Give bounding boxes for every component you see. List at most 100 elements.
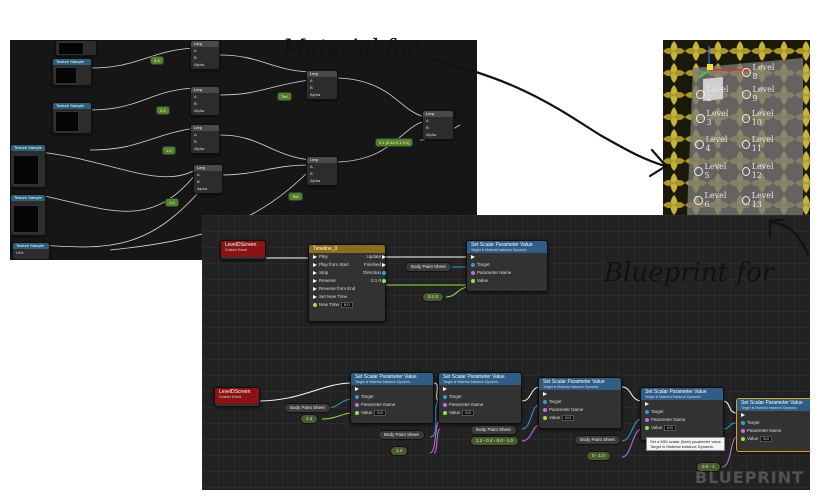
body-paint-sheet-var[interactable]: Body Paint Sheet bbox=[470, 425, 517, 435]
parameter-name-pin[interactable]: Parameter Name bbox=[439, 401, 521, 409]
material-for-annotation: Material for bbox=[283, 36, 418, 61]
scalar-param-node[interactable]: 1.0 bbox=[165, 198, 179, 207]
scalar-param-node[interactable]: 0.4 bbox=[150, 56, 164, 65]
parameter-name-pin[interactable]: Parameter Name bbox=[467, 269, 547, 277]
level-button[interactable]: Level 9 bbox=[742, 85, 780, 103]
exec-in-pin[interactable] bbox=[737, 411, 810, 419]
target-pin[interactable]: Target bbox=[439, 393, 521, 401]
level-button[interactable]: Level 3 bbox=[696, 109, 734, 127]
float-var[interactable]: 0 - 1.0 bbox=[586, 451, 611, 461]
target-pin[interactable]: Target bbox=[351, 393, 433, 401]
timeline-input-play-from-start[interactable]: Play from Start bbox=[309, 261, 359, 269]
tint-param-node[interactable]: Tint bbox=[288, 192, 303, 201]
node-subtitle: Target is Material Instance Dynamic bbox=[645, 395, 701, 399]
lerp-node[interactable]: Lerp A B Alpha bbox=[190, 124, 220, 154]
timeline-input-play[interactable]: Play bbox=[309, 253, 359, 261]
level-label: Level 12 bbox=[751, 162, 774, 180]
tooltip-line: Set a MID scalar (float) parameter value bbox=[650, 439, 721, 444]
float-var[interactable]: 1.4 bbox=[300, 414, 319, 424]
timeline-input-reverse[interactable]: Reverse bbox=[309, 277, 359, 285]
parameter-name-pin[interactable]: Parameter Name bbox=[641, 416, 723, 424]
level-button[interactable]: Level 2 bbox=[696, 85, 734, 103]
texture-sample-node[interactable]: Texture Sample bbox=[52, 102, 92, 134]
scalar-param-node[interactable]: 1.0 bbox=[162, 146, 176, 155]
level-label: Level 3 bbox=[706, 109, 729, 127]
exec-in-pin[interactable] bbox=[467, 253, 547, 261]
new-time-value[interactable]: 0.0 bbox=[341, 302, 353, 308]
lerp-node[interactable]: Lerp A B Alpha bbox=[422, 110, 454, 140]
texture-sample-node[interactable]: Texture Sample bbox=[10, 194, 46, 236]
level-button[interactable]: Level 6 bbox=[694, 191, 732, 209]
float-var[interactable]: 0.1 0 bbox=[422, 292, 445, 302]
blueprint-editor-panel[interactable]: LevelDScreen Custom Event Timeline_0 Pla… bbox=[202, 215, 810, 490]
tint-param-node[interactable]: Tint bbox=[277, 92, 292, 101]
game-preview-panel: Level 2 Level 3 Level 4 Level 5 Level 6 … bbox=[663, 40, 810, 215]
level-label: Level 5 bbox=[704, 162, 727, 180]
lerp-node[interactable]: Lerp A B Alpha bbox=[306, 70, 338, 100]
exec-in-pin[interactable] bbox=[539, 390, 621, 398]
target-pin[interactable]: Target bbox=[539, 398, 621, 406]
pin-b: B bbox=[426, 125, 429, 130]
timeline-input-set-new-time[interactable]: Set New Time bbox=[309, 293, 359, 301]
body-paint-sheet-var[interactable]: Body Paint Sheet bbox=[405, 262, 452, 272]
exec-in-pin[interactable] bbox=[351, 385, 433, 393]
lerp-node[interactable]: Lerp A B Alpha bbox=[193, 164, 223, 194]
level-button[interactable]: Level 10 bbox=[742, 109, 780, 127]
timeline-output-track[interactable]: 0.1 0 bbox=[359, 277, 392, 285]
parameter-name-pin[interactable]: Parameter Name bbox=[539, 406, 621, 414]
pin-alpha: Alpha bbox=[197, 186, 208, 191]
target-pin[interactable]: Target bbox=[641, 408, 723, 416]
texture-sample-node[interactable] bbox=[55, 40, 97, 56]
texture-sample-node[interactable]: Texture Sample bbox=[52, 58, 92, 86]
timeline-output-update[interactable]: Update bbox=[359, 253, 392, 261]
texture-sample-node[interactable]: Texture Sample bbox=[10, 144, 46, 188]
exec-in-pin[interactable] bbox=[641, 400, 723, 408]
scalar-param-node[interactable]: 0.4 bbox=[156, 106, 170, 115]
texture-sample-node[interactable]: Texture Sample UVs bbox=[12, 242, 50, 260]
body-paint-sheet-var[interactable]: Body Paint Sheet bbox=[284, 403, 331, 413]
custom-event-node[interactable]: LevelDScreen Custom Event bbox=[214, 387, 260, 407]
tint-param-node[interactable]: 0.1 (0.44 0.1 0.1) bbox=[375, 138, 414, 147]
custom-event-node[interactable]: LevelDScreen Custom Event bbox=[220, 240, 266, 260]
lerp-node[interactable]: Lerp A B Alpha bbox=[306, 156, 338, 186]
parameter-name-pin[interactable]: Parameter Name bbox=[351, 401, 433, 409]
level-button[interactable]: Level 11 bbox=[742, 135, 780, 153]
target-pin[interactable]: Target bbox=[737, 419, 810, 427]
body-paint-sheet-var[interactable]: Body Paint Sheet bbox=[378, 430, 425, 440]
lerp-node[interactable]: Lerp A B Alpha bbox=[190, 86, 220, 116]
pin-alpha: Alpha bbox=[194, 62, 205, 67]
timeline-input-reverse-from-end[interactable]: Reverse from End bbox=[309, 285, 359, 293]
float-var[interactable]: 0.0 - 1 bbox=[696, 462, 721, 472]
lerp-node[interactable]: Lerp A B Alpha bbox=[190, 40, 220, 70]
exec-in-pin[interactable] bbox=[439, 385, 521, 393]
float-var[interactable]: 1.2 - 0.4 - 0.0 - 1.0 bbox=[470, 436, 520, 446]
timeline-output-finished[interactable]: Finished bbox=[359, 261, 392, 269]
target-pin[interactable]: Target bbox=[467, 261, 547, 269]
value-pin[interactable]: Value bbox=[467, 277, 547, 285]
timeline-node[interactable]: Timeline_0 Play Play from Start Stop Rev… bbox=[308, 244, 387, 322]
level-button[interactable]: Level 13 bbox=[742, 191, 780, 209]
node-subtitle: Target is Material Instance Dynamic bbox=[741, 406, 797, 410]
body-paint-sheet-var[interactable]: Body Paint Sheet bbox=[574, 435, 621, 445]
level-circle-icon bbox=[696, 113, 705, 123]
level-button[interactable]: Level 5 bbox=[694, 162, 732, 180]
float-var[interactable]: 1.4 bbox=[390, 446, 409, 456]
level-button[interactable]: Level 8 bbox=[742, 63, 780, 81]
parameter-name-pin[interactable]: Parameter Name bbox=[737, 427, 810, 435]
timeline-input-stop[interactable]: Stop bbox=[309, 269, 359, 277]
level-button[interactable]: Level 12 bbox=[742, 162, 780, 180]
level-button[interactable]: Level 4 bbox=[695, 135, 733, 153]
timeline-output-direction[interactable]: Direction bbox=[359, 269, 392, 277]
